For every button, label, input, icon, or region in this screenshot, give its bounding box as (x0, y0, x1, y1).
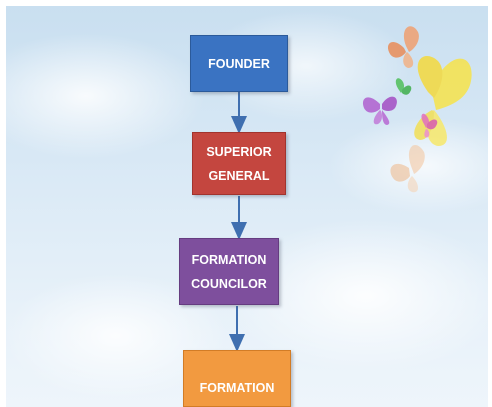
butterfly-peach-icon (390, 144, 425, 193)
butterfly-green-icon (395, 78, 412, 95)
butterflies-decoration (362, 26, 472, 193)
node-formation-councilor: FORMATION COUNCILOR (179, 238, 279, 305)
node-formation-label: FORMATION (199, 381, 275, 395)
node-founder-label: FOUNDER (208, 56, 270, 71)
butterfly-pink-icon (421, 113, 438, 138)
node-superior-general: SUPERIOR GENERAL (192, 132, 286, 195)
node-formation-councilor-label-line2: COUNCILOR (191, 276, 267, 291)
node-formation: FORMATION (183, 350, 291, 407)
butterfly-orange-icon (387, 26, 419, 68)
butterfly-purple-icon (362, 96, 397, 125)
node-founder: FOUNDER (190, 35, 288, 92)
node-superior-general-label-line1: SUPERIOR (206, 144, 272, 159)
slide-background: FOUNDER SUPERIOR GENERAL FORMATION COUNC… (6, 6, 488, 407)
butterfly-yellow-icon (414, 55, 472, 146)
diagram-art (229, 26, 472, 352)
node-superior-general-label-line2: GENERAL (208, 168, 270, 183)
node-formation-councilor-label-line1: FORMATION (191, 252, 267, 267)
